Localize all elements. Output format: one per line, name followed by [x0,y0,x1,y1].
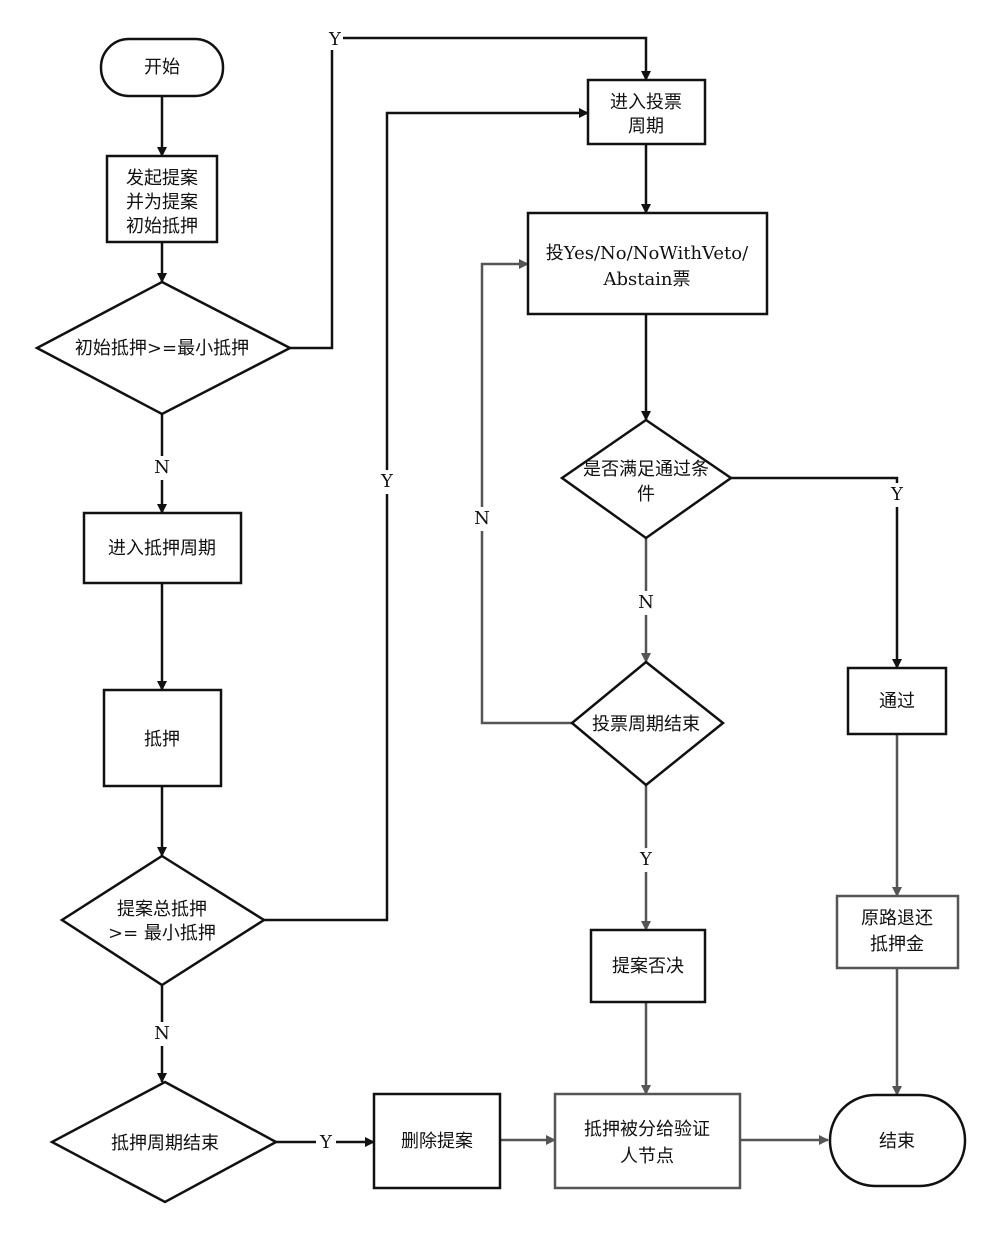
edge-label-initial-yes: Y [328,29,342,50]
edge-label-voting-end-no: N [474,508,490,529]
check-total-label-2: >= 最小抵押 [108,923,216,944]
distribute-node [553,1092,742,1190]
edge-pass-yes-passed [731,476,902,669]
deposit-period-end-decision [49,1080,279,1204]
deposit-label: 抵押 [144,729,180,750]
deposit-period-node [82,511,243,585]
check-total-decision [59,854,267,987]
deposit-period-end-label: 抵押周期结束 [111,1133,219,1154]
propose-label-1: 发起提案 [126,168,198,189]
vote-node [526,211,769,316]
end-node [828,1093,967,1188]
distribute-label-2: 人节点 [620,1146,674,1167]
passed-label: 通过 [879,691,915,712]
refund-node [835,894,960,970]
vote-label-1: 投Yes/No/NoWithVeto/ [546,243,749,264]
delete-proposal-node [372,1092,502,1190]
propose-label-2: 并为提案 [126,192,198,213]
check-pass-decision [559,418,734,540]
reject-node [589,928,707,1004]
delete-proposal-label: 删除提案 [401,1131,473,1152]
check-initial-label: 初始抵押>=最小抵押 [75,338,249,359]
end-label: 结束 [879,1131,915,1152]
check-pass-label-1: 是否满足通过条 [583,459,709,480]
passed-node [846,666,948,736]
refund-label-2: 抵押金 [870,934,924,955]
propose-node [105,154,219,244]
reject-label: 提案否决 [612,956,684,977]
edge-label-total-yes: Y [380,471,394,492]
edge-label-pass-no: N [638,592,654,613]
edge-label-deposit-end-yes: Y [319,1132,333,1153]
distribute-label-1: 抵押被分给验证 [584,1119,710,1140]
edge-label-pass-yes: Y [890,484,904,505]
check-pass-label-2: 件 [637,484,655,505]
edge-label-voting-end-yes: Y [639,849,653,870]
edge-voting-end-no-vote [480,259,572,725]
voting-end-label: 投票周期结束 [592,714,700,735]
edge-label-initial-no: N [154,457,170,478]
start-node [99,37,225,98]
enter-voting-label-2: 周期 [628,116,664,137]
enter-voting-node [586,78,707,146]
check-initial-decision [34,280,293,416]
check-total-label-1: 提案总抵押 [117,899,207,920]
deposit-period-label: 进入抵押周期 [108,538,216,559]
start-label: 开始 [144,57,180,78]
deposit-node [102,688,223,788]
propose-label-3: 初始抵押 [126,216,198,237]
refund-label-1: 原路退还 [861,908,933,929]
edge-label-total-no: N [154,1023,170,1044]
voting-end-decision [570,660,726,787]
vote-label-2: Abstain票 [602,269,690,290]
edge-total-yes-voting [264,108,589,922]
enter-voting-label-1: 进入投票 [610,92,682,113]
